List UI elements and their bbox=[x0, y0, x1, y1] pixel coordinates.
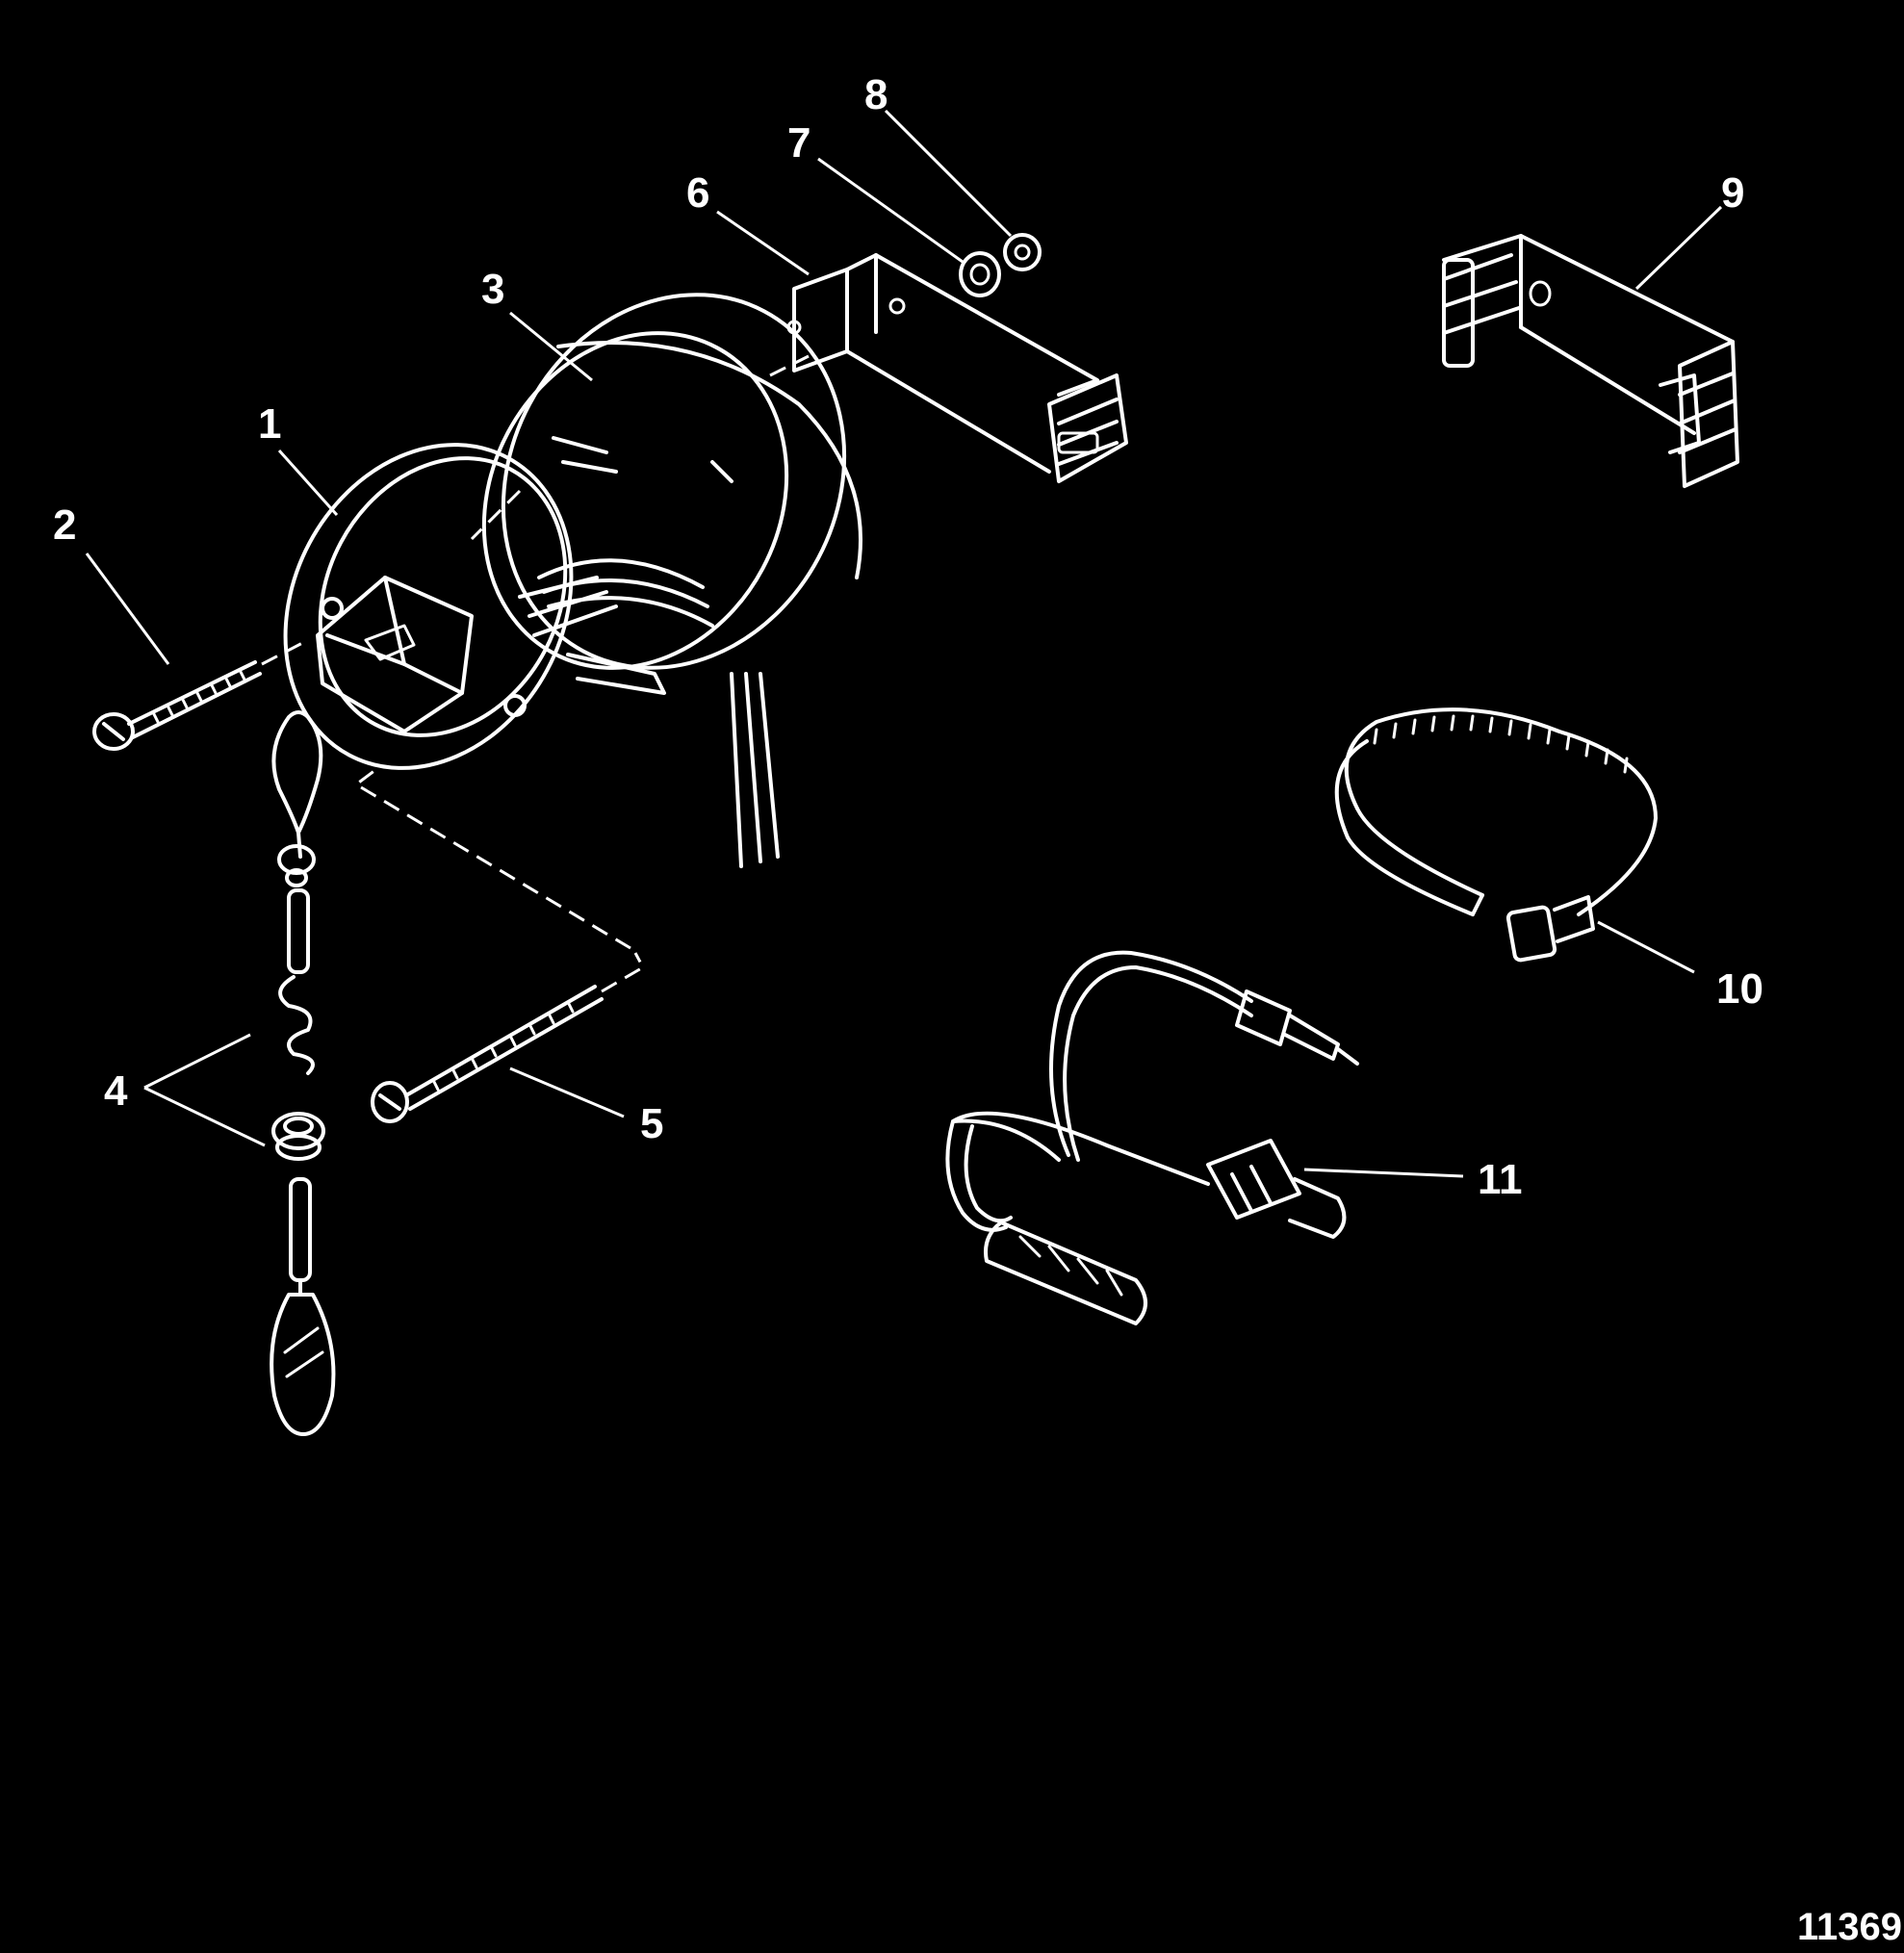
leader-2 bbox=[85, 552, 170, 665]
callout-2: 2 bbox=[53, 501, 76, 549]
leader-6 bbox=[716, 210, 810, 276]
part-11-harness bbox=[945, 950, 1359, 1325]
figure-number: 11369 bbox=[1797, 1906, 1902, 1948]
callout-5: 5 bbox=[640, 1100, 663, 1147]
part-1-bezel-switch bbox=[283, 443, 714, 770]
callout-10: 10 bbox=[1716, 965, 1763, 1013]
callout-1: 1 bbox=[258, 400, 281, 448]
part-9-bracket bbox=[1442, 234, 1739, 488]
part-8-nut bbox=[1003, 233, 1042, 271]
leader-10 bbox=[1597, 920, 1695, 974]
part-10-clamp bbox=[1334, 707, 1658, 963]
leader-5 bbox=[509, 1066, 625, 1118]
part-4-lanyard bbox=[270, 710, 336, 1436]
leader-3 bbox=[509, 311, 593, 382]
leader-9 bbox=[1634, 205, 1723, 291]
part-7-washer bbox=[959, 251, 1001, 297]
leader-7 bbox=[817, 157, 964, 264]
leader-8 bbox=[884, 109, 1013, 238]
leader-1 bbox=[277, 449, 339, 517]
leader-4a bbox=[143, 1033, 251, 1090]
callout-7: 7 bbox=[787, 119, 810, 167]
callout-6: 6 bbox=[686, 169, 709, 217]
leader-11 bbox=[1303, 1168, 1464, 1178]
leader-4b bbox=[143, 1086, 266, 1147]
callout-11: 11 bbox=[1478, 1156, 1523, 1203]
part-3-housing bbox=[470, 293, 862, 868]
callout-9: 9 bbox=[1721, 169, 1744, 217]
callout-3: 3 bbox=[481, 266, 504, 313]
part-6-bracket bbox=[786, 253, 1128, 483]
callout-8: 8 bbox=[864, 71, 888, 118]
leader-lines bbox=[85, 109, 1723, 1178]
callout-4: 4 bbox=[104, 1067, 128, 1115]
callout-labels: 1 2 3 4 5 6 7 8 9 10 11 11369 bbox=[53, 71, 1902, 1948]
part-2-screw bbox=[92, 638, 309, 751]
part-5-long-screw bbox=[353, 768, 646, 1123]
